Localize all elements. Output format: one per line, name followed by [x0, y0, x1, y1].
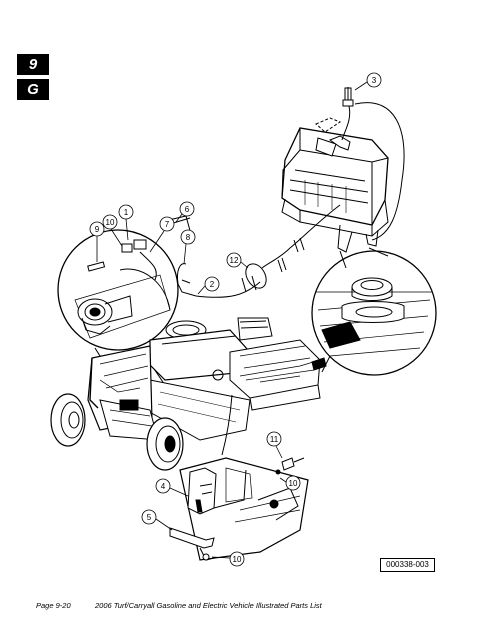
callout-1: 1 — [124, 208, 129, 217]
section-tab-letter: G — [17, 79, 49, 100]
front-wheel-left — [50, 393, 86, 447]
vehicle-body-drawing — [87, 317, 327, 456]
section-tab-number: 9 — [17, 54, 49, 75]
footer-document-title: 2006 Turf/Carryall Gasoline and Electric… — [95, 601, 322, 610]
pump-detail-circle — [57, 229, 179, 351]
callout-12: 12 — [230, 256, 239, 265]
callout-10-bottom: 10 — [233, 555, 242, 564]
callout-11: 11 — [270, 435, 279, 444]
callout-4: 4 — [161, 482, 166, 491]
callout-5: 5 — [147, 513, 152, 522]
callout-9: 9 — [95, 225, 100, 234]
callout-10-right: 10 — [289, 479, 298, 488]
bracket-detail-frame — [169, 457, 309, 561]
callout-6: 6 — [185, 205, 190, 214]
callout-2: 2 — [210, 280, 215, 289]
callout-10-upper: 10 — [106, 218, 115, 227]
footer-page-number: Page 9-20 — [36, 601, 71, 610]
callout-8: 8 — [186, 233, 191, 242]
callout-7: 7 — [165, 220, 170, 229]
callout-3: 3 — [372, 76, 377, 85]
figure-reference-number: 000338-003 — [380, 558, 435, 572]
grommet-detail-circle — [311, 250, 437, 376]
front-wheel-right — [146, 417, 184, 471]
fluid-reservoir-drawing — [281, 87, 405, 253]
